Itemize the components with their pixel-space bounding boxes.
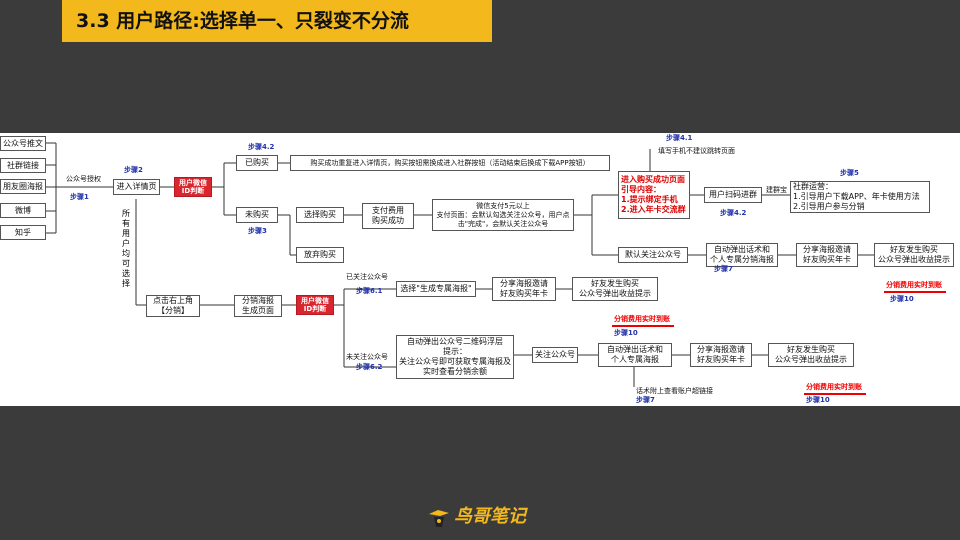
brand-name: 鸟哥笔记 [454,506,526,527]
uid-check-2: 用户微信 ID判断 [296,295,334,315]
commission-3-label: 分销费用实时到账 [806,383,862,391]
step-10-3-label: 步骤10 [806,396,830,404]
step-7-bottom-label: 步骤7 [636,396,655,404]
source-wechat-article: 公众号推文 [0,136,46,151]
page-title: 3.3 用户路径:选择单一、只裂变不分流 [62,0,492,42]
all-users-note: 所有用户均可选择 [122,209,130,288]
source-group-link: 社群链接 [0,158,46,173]
auth-label: 公众号授权 [66,175,101,183]
purchased-node: 已购买 [236,155,278,171]
not-followed-label: 未关注公众号 [346,353,388,361]
step-3-label: 步骤3 [248,227,267,235]
friend-buy-3-node: 好友发生购买 公众号弹出收益提示 [768,343,854,367]
brand-logo: 鸟哥笔记 [428,504,532,530]
user-path-diagram: 公众号推文 社群链接 朋友圈海报 微博 知乎 公众号授权 步骤1 步骤2 进入详… [0,133,960,406]
step-6-2-label: 步骤6.2 [356,363,383,371]
connector-lines [46,142,874,387]
community-ops-node: 社群运营： 1.引导用户下载APP、年卡使用方法 2.引导用户参与分销 [790,181,930,213]
share-poster-3-node: 分享海报邀请 好友购买年卡 [690,343,752,367]
abandon-node: 放弃购买 [296,247,344,263]
source-zhihu: 知乎 [0,225,46,240]
uid-check-1: 用户微信 ID判断 [174,177,212,197]
step-7-top-label: 步骤7 [714,265,733,273]
build-group-label: 建群宝 [766,186,787,194]
default-follow-node: 默认关注公众号 [618,247,688,263]
source-weibo: 微博 [0,203,46,218]
commission-2-label: 分销费用实时到账 [614,315,670,323]
step-4-2-label: 步骤4.2 [720,209,747,217]
not-purchased-node: 未购买 [236,207,278,223]
step-1-label: 步骤1 [70,193,89,201]
step-4-1-label: 步骤4.1 [666,134,693,142]
step-5-label: 步骤5 [840,169,859,177]
choose-buy-node: 选择购买 [296,207,344,223]
bird-logo-icon [429,510,449,527]
friend-buy-2-node: 好友发生购买 公众号弹出收益提示 [572,277,658,301]
follow-oa-node: 关注公众号 [532,347,578,363]
auto-reply-2-node: 自动弹出话术和 个人专属海报 [598,343,672,367]
success-page-node: 进入购买成功页面 引导内容： 1.提示绑定手机 2.进入年卡交流群 [618,171,690,219]
pay-detail-node: 微信支付5元以上 支付页面：会默认勾选关注公众号，用户点 击"完成"，会默认关注… [432,199,574,231]
top-right-menu-node: 点击右上角 【分销】 [146,295,200,317]
share-poster-2-node: 分享海报邀请 好友购买年卡 [492,277,556,301]
share-poster-1-node: 分享海报邀请 好友购买年卡 [796,243,858,267]
scan-group-node: 用户扫码进群 [704,187,762,203]
enter-detail-page: 进入详情页 [113,179,160,195]
step-10-2-label: 步骤10 [614,329,638,337]
qr-popup-node: 自动弹出公众号二维码浮层 提示： 关注公众号即可获取专属海报及 实时查看分销余额 [396,335,514,379]
pay-node: 支付费用 购买成功 [362,203,414,229]
script-link-note: 话术附上查看账户超链接 [636,387,713,395]
step-2-label: 步骤2 [124,166,143,174]
step-6-1-label: 步骤6.1 [356,287,383,295]
source-moments-poster: 朋友圈海报 [0,179,46,194]
purchased-note: 购买成功重复进入详情页，购买按钮需换成进入社群按钮（活动结束后换成下载APP按钮… [290,155,610,171]
dist-poster-node: 分销海报 生成页面 [234,295,282,317]
fill-phone-note: 填写手机不建议跳转页面 [658,147,735,155]
auto-reply-1-node: 自动弹出话术和 个人专属分销海报 [706,243,778,267]
gen-poster-node: 选择"生成专属海报" [396,281,476,297]
followed-label: 已关注公众号 [346,273,388,281]
step-4-2-top-label: 步骤4.2 [248,143,275,151]
commission-1-label: 分销费用实时到账 [886,281,942,289]
friend-buy-1-node: 好友发生购买 公众号弹出收益提示 [874,243,954,267]
step-10-1-label: 步骤10 [890,295,914,303]
